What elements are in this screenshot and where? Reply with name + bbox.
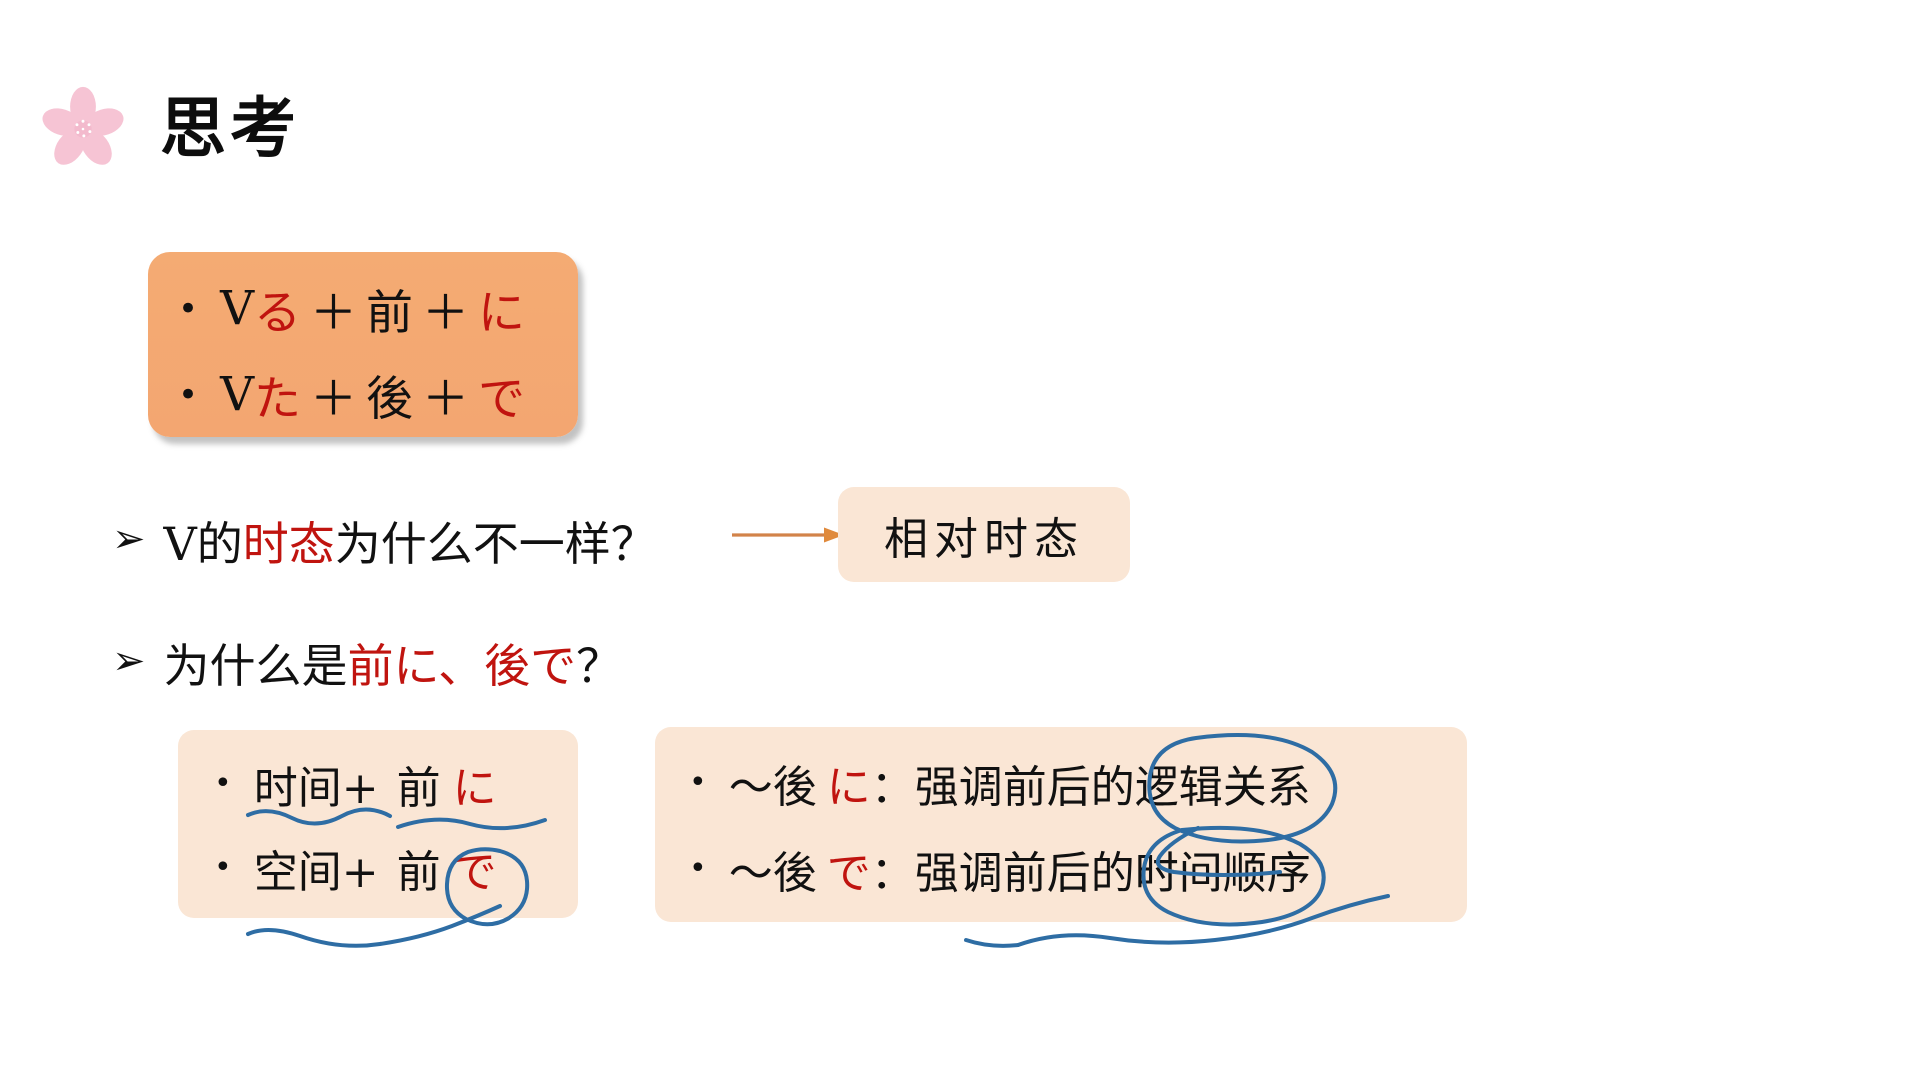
pattern-seg-plus1: ＋	[310, 286, 358, 341]
triangle-bullet-icon: ➢	[112, 638, 146, 684]
right-detail-box: • 〜後 に ：强调前后的 逻辑关系 • 〜後 で ：强调前后的 时间顺序	[655, 727, 1467, 922]
bullet-marker: •	[178, 288, 199, 329]
bullet-marker: •	[214, 850, 232, 885]
right-seg-explain: ：强调前后的	[870, 848, 1135, 899]
question-row-2: ➢ 为什么是 前に、後で ？	[112, 630, 622, 696]
question-1-highlight: 时态	[242, 517, 335, 571]
right-seg-keyword: 时间顺序	[1134, 848, 1311, 899]
pattern-bullet-2: • V た ＋ 後 ＋ で	[178, 360, 525, 429]
page-title: 思考	[160, 90, 300, 167]
right-seg-ato: 〜後	[728, 848, 817, 899]
arrow-right-icon	[730, 520, 848, 550]
left-seg-mae: 前	[396, 763, 441, 814]
pattern-bullet-1: • V る ＋ 前 ＋ に	[178, 274, 525, 343]
question-1-part-b: 为什么不一样？	[334, 517, 657, 571]
triangle-bullet-icon: ➢	[112, 516, 146, 562]
right-seg-explain: ：强调前后的	[870, 762, 1135, 813]
answer-box-label: 相对时态	[884, 513, 1084, 565]
right-seg-keyword: 逻辑关系	[1134, 762, 1311, 813]
bullet-marker: •	[214, 766, 232, 801]
slide-title-row: 思考	[40, 86, 300, 172]
pattern-seg-ni: に	[478, 286, 526, 341]
left-detail-bullet-2: • 空间+ 前 で	[214, 836, 497, 900]
question-row-1: ➢ V的 时态 为什么不一样？	[112, 508, 657, 574]
right-detail-bullet-2: • 〜後 で ：强调前后的 时间顺序	[689, 837, 1311, 901]
left-seg-time: 时间+	[253, 763, 379, 814]
pattern-seg-v: V	[220, 281, 255, 336]
right-detail-bullet-1: • 〜後 に ：强调前后的 逻辑关系	[689, 751, 1311, 815]
question-2-highlight: 前に、後で	[347, 639, 577, 693]
right-seg-de: で	[826, 848, 871, 899]
left-seg-ni: に	[452, 763, 497, 814]
question-2-part-b: ？	[576, 639, 623, 693]
pattern-seg-mae: 前	[366, 286, 414, 341]
pattern-seg-ta: た	[254, 372, 302, 427]
left-seg-space: 空间+	[253, 847, 379, 898]
question-2-part-a: 为什么是	[163, 639, 348, 693]
left-seg-mae: 前	[396, 847, 441, 898]
left-seg-de: で	[452, 847, 497, 898]
bullet-marker: •	[689, 765, 707, 800]
pattern-seg-v: V	[220, 367, 255, 422]
pattern-seg-plus2: ＋	[422, 286, 470, 341]
answer-box-relative-tense: 相对时态	[838, 487, 1130, 582]
pattern-seg-plus2: ＋	[422, 372, 470, 427]
pattern-seg-plus1: ＋	[310, 372, 358, 427]
question-1-part-a: V的	[163, 517, 243, 571]
underline-bottom-tail	[964, 938, 1020, 948]
grammar-pattern-box: • V る ＋ 前 ＋ に • V た ＋ 後 ＋ で	[148, 252, 578, 437]
sakura-flower-icon	[40, 86, 126, 172]
left-detail-bullet-1: • 时间+ 前 に	[214, 752, 497, 816]
pattern-seg-de: で	[478, 372, 526, 427]
left-detail-box: • 时间+ 前 に • 空间+ 前 で	[178, 730, 578, 918]
pattern-seg-ato: 後	[366, 372, 414, 427]
right-seg-ni: に	[826, 762, 871, 813]
pattern-seg-ru: る	[254, 286, 302, 341]
right-seg-ato: 〜後	[728, 762, 817, 813]
bullet-marker: •	[689, 851, 707, 886]
bullet-marker: •	[178, 374, 199, 415]
